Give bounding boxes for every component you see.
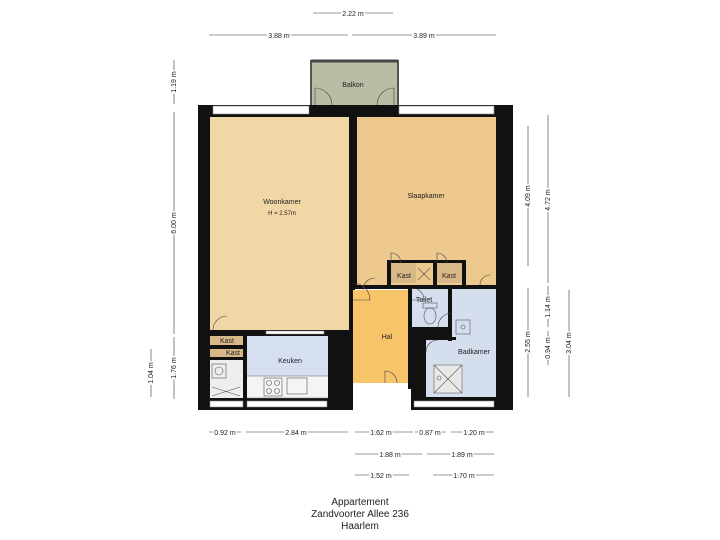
kast-slaap1-area: [391, 263, 416, 283]
window-badkamer: [413, 400, 495, 408]
label-hal: Hal: [382, 334, 393, 341]
kitchen-sink-icon: [286, 377, 308, 395]
label-woonkamer-height: H = 2.57m: [268, 211, 296, 217]
dim-right-409: 4.09 m: [525, 185, 532, 207]
dim-bottom-092: 0.92 m: [214, 430, 236, 437]
storage-area: [210, 360, 243, 398]
window-keuken: [209, 400, 244, 408]
label-toilet: Toilet: [416, 297, 432, 304]
label-kast-1: Kast: [397, 273, 411, 280]
dim-left-balkon: 1.19 m: [171, 71, 178, 93]
label-badkamer: Badkamer: [458, 349, 491, 356]
kast-left-area: [210, 336, 244, 346]
woonkamer-area: [210, 117, 349, 334]
stove-icon: [263, 377, 283, 397]
dim-bottom-284: 2.84 m: [285, 430, 307, 437]
label-slaapkamer: Slaapkamer: [407, 193, 445, 200]
label-keuken: Keuken: [278, 358, 302, 365]
dim-left-main: 6.00 m: [171, 212, 178, 234]
label-woonkamer: Woonkamer: [263, 199, 301, 206]
label-kast-2: Kast: [442, 273, 456, 280]
kast-slaap2-area: [437, 263, 462, 283]
dim-bottom-162: 1.62 m: [370, 430, 392, 437]
dim-right-304: 3.04 m: [566, 332, 573, 354]
balkon-area: [310, 60, 399, 110]
toilet-area: [411, 289, 448, 329]
dim-right-094: 0.94 m: [545, 337, 552, 359]
dim-bottom-120: 1.20 m: [463, 430, 485, 437]
dim-right-255: 2.55 m: [525, 331, 532, 353]
plan-title-line2: Zandvoorter Allee 236: [311, 509, 409, 520]
label-kast-4: Kast: [226, 350, 240, 357]
dim-top-right: 3.89 m: [413, 33, 435, 40]
dim-right-114: 1.14 m: [545, 296, 552, 318]
window-woonkamer: [212, 105, 310, 115]
kast-left2-area: [210, 349, 244, 358]
sink-icon: [455, 319, 471, 335]
label-kast-3: Kast: [220, 338, 234, 345]
dim-bottom-152: 1.52 m: [370, 473, 392, 480]
hal-area: [353, 290, 408, 383]
dim-bottom-087: 0.87 m: [419, 430, 441, 437]
dim-bottom-189: 1.89 m: [451, 452, 473, 459]
dim-bottom-170: 1.70 m: [453, 473, 475, 480]
dim-top-left: 3.88 m: [268, 33, 290, 40]
dim-right-472: 4.72 m: [545, 189, 552, 211]
plan-title-line3: Haarlem: [341, 521, 379, 532]
washer-icon: [211, 363, 227, 379]
interior-opening: [265, 330, 325, 335]
window-keuken2: [246, 400, 328, 408]
dim-bottom-188: 1.88 m: [379, 452, 401, 459]
slaapkamer-area: [357, 117, 496, 285]
plan-title-line1: Appartement: [331, 497, 389, 508]
keuken-counter: [245, 375, 331, 399]
dim-left-small: 1.04 m: [148, 362, 155, 384]
label-balkon: Balkon: [342, 82, 364, 89]
dim-left-lower: 1.76 m: [171, 357, 178, 379]
dim-top-balkon: 2.22 m: [342, 11, 364, 18]
window-slaapkamer: [398, 105, 495, 115]
